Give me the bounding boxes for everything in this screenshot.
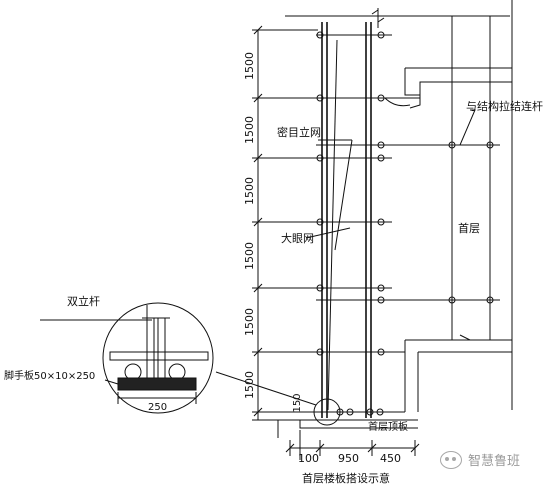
dim-bottom-1: 100 (298, 452, 319, 465)
slab-tick (459, 334, 471, 341)
height-dimension-line (252, 25, 318, 421)
dim-bottom-3: 450 (380, 452, 401, 465)
dim-small: 150 (292, 393, 303, 412)
dim-bottom-2: 950 (338, 452, 359, 465)
upper-slab-drip (409, 95, 421, 109)
dim-height-4: 1500 (243, 242, 256, 270)
detail-content (40, 305, 209, 404)
bottom-dimension-line (285, 430, 420, 460)
double-pole-label: 双立杆 (67, 294, 100, 308)
dim-height-5: 1500 (243, 308, 256, 336)
first-floor-label: 首层 (458, 221, 480, 235)
scaffold-board-label: 脚手板50×10×250 (4, 369, 95, 382)
ledgers (316, 34, 500, 413)
detail-leader (215, 371, 317, 406)
wechat-icon (440, 450, 462, 469)
dim-height-1: 1500 (243, 52, 256, 80)
dense-net-label: 密目立网 (277, 125, 321, 139)
detail-width: 250 (148, 402, 167, 413)
upper-slab (404, 67, 512, 96)
detail-marker-circle (313, 398, 341, 426)
dense-net-leader-slant (334, 139, 353, 251)
coarse-net-label: 大眼网 (281, 231, 314, 245)
ground-slab (277, 419, 418, 438)
tie-rod-leader (459, 109, 476, 146)
dim-height-6: 1500 (243, 371, 256, 399)
watermark-text: 智慧鲁班 (468, 454, 521, 469)
break-symbol (371, 9, 385, 23)
coarse-net-leader (305, 227, 351, 239)
first-floor-slab-label: 首层顶板 (368, 420, 408, 433)
detail-circle (102, 302, 214, 414)
lower-slab (404, 339, 512, 412)
dim-height-3: 1500 (243, 177, 256, 205)
net-line (327, 39, 338, 411)
dim-height-2: 1500 (243, 116, 256, 144)
tie-curve (384, 97, 411, 107)
watermark: 智慧鲁班 (440, 450, 520, 469)
caption: 首层楼板搭设示意 (302, 471, 390, 485)
tie-rod-label: 与结构拉结连杆 (466, 99, 543, 113)
